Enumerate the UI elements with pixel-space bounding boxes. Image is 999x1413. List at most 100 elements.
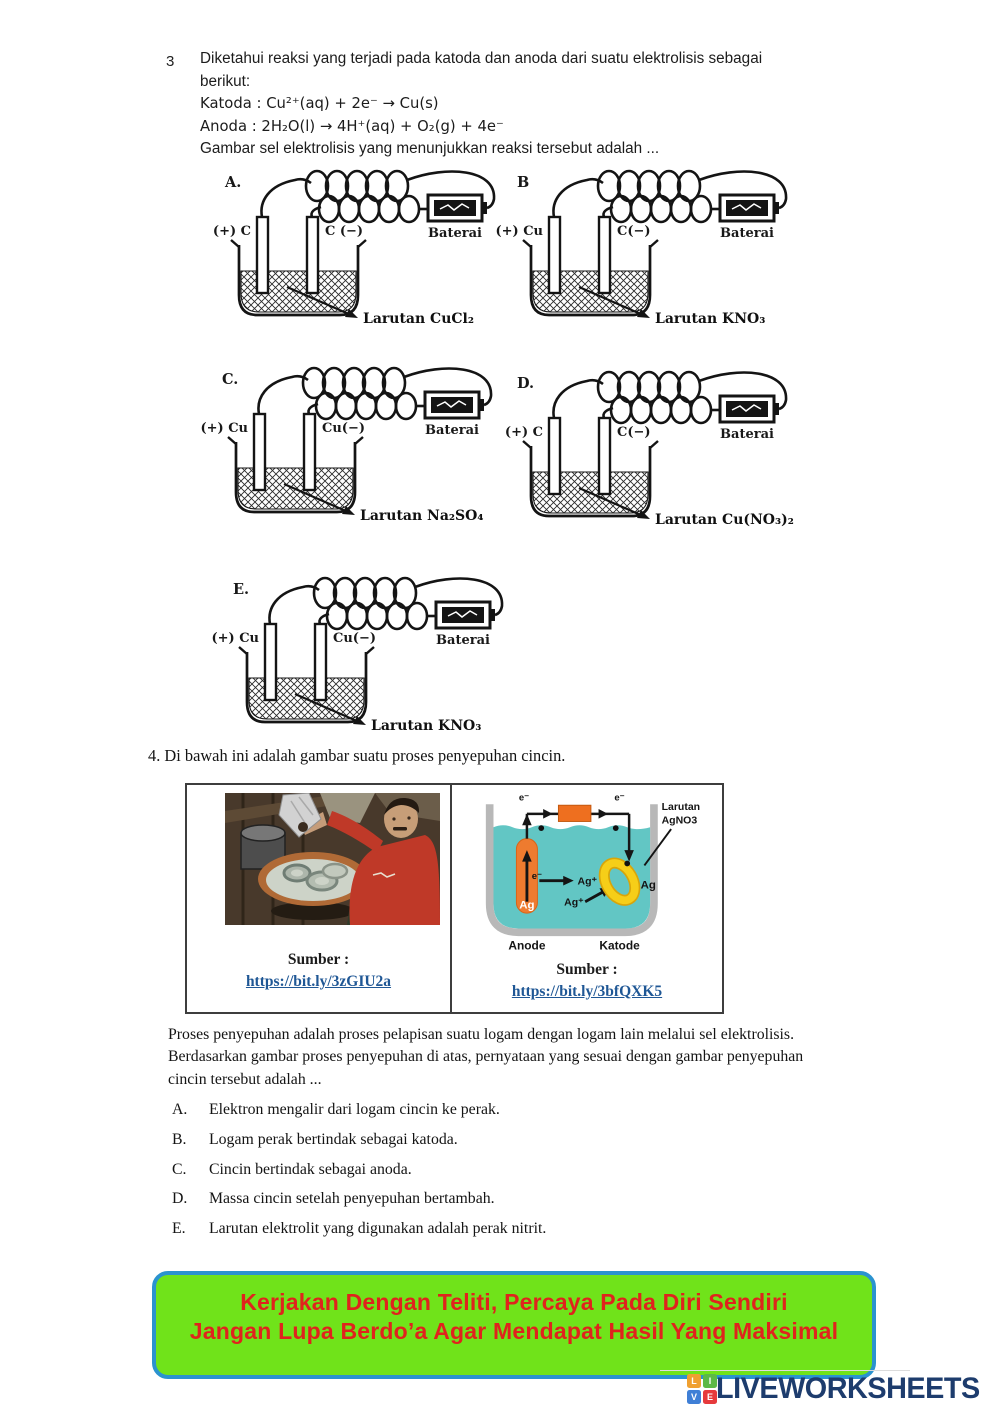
footer-divider <box>660 1370 910 1371</box>
option-letter: C. <box>222 371 238 388</box>
option-c[interactable]: C. Cincin bertindak sebagai anoda. <box>172 1160 812 1180</box>
diagram-option-c[interactable]: C. (+) Cu <box>192 362 512 537</box>
option-c-text: Cincin bertindak sebagai anoda. <box>209 1160 412 1178</box>
anode-label: (+) Cu <box>211 631 259 646</box>
anode-label: (+) Cu <box>495 224 543 239</box>
anode-electrode <box>547 416 562 496</box>
cathode-caption: Katode <box>599 938 640 952</box>
option-d-letter: D. <box>172 1190 188 1208</box>
liveworksheets-wordmark[interactable]: LIVEWORKSHEETS <box>716 1372 980 1405</box>
diagram-option-b[interactable]: B (+) Cu <box>487 165 807 340</box>
logo-block-i: I <box>703 1374 717 1388</box>
ring-metal-label: Ag <box>641 879 656 891</box>
cathode-label: Cu(−) <box>333 631 376 646</box>
anode-electrode <box>263 622 278 702</box>
option-e-text: Larutan elektrolit yang digunakan adalah… <box>209 1220 547 1238</box>
paragraph-line: Proses penyepuhan adalah proses pelapisa… <box>168 1026 795 1043</box>
cathode-electrode <box>597 215 612 295</box>
cathode-electrode <box>313 622 328 702</box>
anode-label: (+) C <box>213 224 251 239</box>
option-e[interactable]: E. Larutan elektrolit yang digunakan ada… <box>172 1219 812 1239</box>
solution-label: Larutan KNO₃ <box>655 311 765 327</box>
anode-label: (+) Cu <box>200 421 248 436</box>
bowl-with-rings <box>258 852 368 906</box>
battery-label: Baterai <box>720 427 774 442</box>
solution-callout-line2: AgNO3 <box>662 814 698 826</box>
beaker-icon <box>238 646 375 724</box>
anode-label: (+) C <box>505 425 543 440</box>
electrolysis-cell-diagram: E. (+) Cu <box>211 576 504 734</box>
gold-ring-cathode <box>598 857 641 906</box>
electrolysis-cell-diagram: A. (+) C <box>213 169 496 327</box>
option-d-text: Massa cincin setelah penyepuhan bertamba… <box>209 1190 495 1208</box>
battery-label: Baterai <box>720 226 774 241</box>
photo-cell: Sumber : https://bit.ly/3zGIU2a <box>187 785 452 1012</box>
question-4-heading: 4. Di bawah ini adalah gambar suatu pros… <box>148 746 566 765</box>
electron-right-label: e⁻ <box>614 792 624 803</box>
option-a-letter: A. <box>172 1101 188 1118</box>
question-3-text: Diketahui reaksi yang terjadi pada katod… <box>200 48 820 161</box>
left-source-label: Sumber : <box>287 951 350 968</box>
cathode-electrode <box>305 215 320 295</box>
cathode-label: C(−) <box>617 425 651 440</box>
circuit-wire <box>525 812 631 854</box>
paragraph-line: cincin tersebut adalah ... <box>168 1070 322 1088</box>
anode-electrode <box>547 215 562 295</box>
question-3-number: 3 <box>166 53 175 70</box>
left-source-link[interactable]: https://bit.ly/3zGIU2a <box>245 973 392 990</box>
anode-electrode <box>255 215 270 295</box>
option-b-text: Logam perak bertindak sebagai katoda. <box>209 1130 458 1148</box>
solution-arrow-icon <box>294 692 366 725</box>
coil-wire-icon <box>260 169 496 224</box>
battery-label: Baterai <box>436 633 490 648</box>
anode-equation: Anoda : 2H₂O(l) → 4H⁺(aq) + O₂(g) + 4e⁻ <box>200 117 504 135</box>
cathode-electrode <box>302 412 317 492</box>
plating-tank <box>485 804 658 937</box>
man-figure <box>278 793 440 925</box>
plating-diagram-cell: e⁻ Ag Ag⁺ Ag⁺ Ag <box>452 785 722 1012</box>
solution-arrow-icon <box>283 482 355 515</box>
option-a[interactable]: A. Elektron mengalir dari logam cincin k… <box>172 1100 812 1120</box>
banner-line1: Kerjakan Dengan Teliti, Percaya Pada Dir… <box>240 1289 788 1315</box>
diagram-option-a[interactable]: A. (+) C <box>195 165 515 340</box>
battery-icon <box>434 600 495 630</box>
option-d[interactable]: D. Massa cincin setelah penyepuhan berta… <box>172 1189 812 1209</box>
battery-icon <box>426 193 487 223</box>
electron-left-label: e⁻ <box>519 792 529 803</box>
battery-icon <box>718 193 779 223</box>
liveworksheets-logo-icon[interactable]: L I V E <box>687 1374 717 1406</box>
right-source-link[interactable]: https://bit.ly/3bfQXK5 <box>511 983 663 1000</box>
beaker-icon <box>230 239 367 317</box>
diagram-option-e[interactable]: E. (+) Cu <box>203 572 523 747</box>
beaker-icon <box>522 440 659 518</box>
question-3-line1: Diketahui reaksi yang terjadi pada katod… <box>200 50 763 67</box>
ion-right-label: Ag⁺ <box>578 876 598 888</box>
banner-line2: Jangan Lupa Berdo’a Agar Mendapat Hasil … <box>189 1318 839 1344</box>
coil-wire-icon <box>268 576 504 631</box>
question-3-prompt: Gambar sel elektrolisis yang menunjukkan… <box>200 140 660 158</box>
option-letter: A. <box>224 174 241 191</box>
resistor-icon <box>557 804 592 822</box>
electrolysis-cell-diagram: D. (+) C <box>505 370 794 528</box>
electron-dot <box>538 825 545 832</box>
diagram-option-d[interactable]: D. (+) C <box>487 366 807 541</box>
option-e-letter: E. <box>172 1220 186 1238</box>
beaker-icon <box>522 239 659 317</box>
cathode-electrode <box>597 416 612 496</box>
option-letter: D. <box>517 375 534 392</box>
cathode-label: C(−) <box>617 224 651 239</box>
solution-arrow-icon <box>578 285 650 318</box>
option-letter: B <box>517 174 529 191</box>
electroplating-diagram: e⁻ Ag Ag⁺ Ag⁺ Ag <box>485 792 700 952</box>
anode-caption: Anode <box>508 938 545 952</box>
solution-label: Larutan CuCl₂ <box>363 311 474 327</box>
question-4-options: A. Elektron mengalir dari logam cincin k… <box>172 1100 812 1249</box>
cathode-label: Cu(−) <box>322 421 365 436</box>
cathode-label: C (−) <box>325 224 363 239</box>
anode-electron-label: e⁻ <box>532 871 542 882</box>
question-4-image-table: Sumber : https://bit.ly/3zGIU2a e⁻ Ag Ag… <box>185 783 724 1014</box>
paragraph-line: Berdasarkan gambar proses penyepuhan di … <box>168 1048 804 1066</box>
anode-metal-label: Ag <box>519 899 534 911</box>
option-b[interactable]: B. Logam perak bertindak sebagai katoda. <box>172 1130 812 1150</box>
coil-wire-icon <box>257 366 493 421</box>
